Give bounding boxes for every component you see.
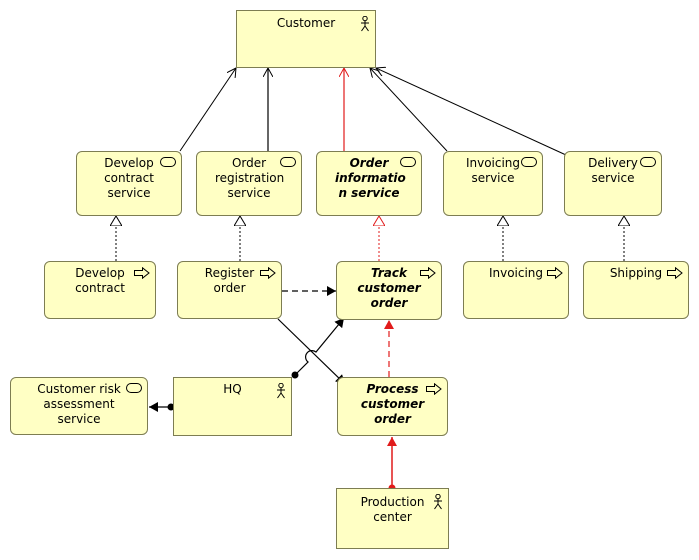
process-arrow-icon: [547, 267, 563, 279]
invoicing-service[interactable]: Invoicing service: [443, 151, 543, 216]
shipping-label: Shipping: [609, 266, 663, 280]
process-arrow-icon: [260, 267, 276, 279]
actor-icon: [434, 494, 442, 510]
order-registration-service[interactable]: Order registration service: [196, 151, 302, 216]
service-icon: [521, 157, 537, 167]
develop-contract-service-label: Develop contract service: [104, 156, 154, 200]
hq-actor[interactable]: HQ: [173, 377, 292, 436]
register-order-process[interactable]: Register order: [177, 261, 282, 319]
customer-risk-assessment-service[interactable]: Customer risk assessment service: [10, 377, 148, 435]
process-arrow-icon: [667, 267, 683, 279]
edge-invoicing-service-to-customer: [370, 68, 448, 152]
hq-label: HQ: [223, 382, 242, 396]
delivery-service-label: Delivery service: [588, 156, 638, 185]
customer-label: Customer: [276, 16, 336, 30]
process-arrow-icon: [420, 267, 436, 279]
develop-contract-label: Develop contract: [75, 266, 125, 295]
service-icon: [640, 157, 656, 167]
customer-risk-assessment-service-label: Customer risk assessment service: [37, 382, 121, 426]
production-center-actor[interactable]: Production center: [336, 488, 449, 549]
shipping-process[interactable]: Shipping: [583, 261, 689, 319]
order-registration-service-label: Order registration service: [215, 156, 285, 200]
production-center-label: Production center: [360, 495, 425, 524]
develop-contract-service[interactable]: Develop contract service: [76, 151, 182, 216]
track-customer-order-process[interactable]: Track customer order: [336, 261, 442, 320]
edge-hq-assigned-track: [291, 317, 345, 379]
actor-icon: [361, 16, 369, 32]
customer-actor[interactable]: Customer: [236, 10, 376, 68]
order-information-service-label: Order informatio n service: [335, 156, 406, 200]
order-information-service[interactable]: Order informatio n service: [316, 151, 422, 216]
service-icon: [126, 383, 142, 393]
develop-contract-process[interactable]: Develop contract: [44, 261, 156, 319]
service-icon: [280, 157, 296, 167]
invoicing-label: Invoicing: [488, 266, 544, 280]
process-arrow-icon: [426, 383, 442, 395]
delivery-service[interactable]: Delivery service: [564, 151, 662, 216]
edge-delivery-service-to-customer: [376, 68, 567, 156]
service-icon: [160, 157, 176, 167]
track-customer-order-label: Track customer order: [357, 266, 421, 310]
process-customer-order-label: Process customer order: [360, 382, 425, 426]
invoicing-service-label: Invoicing service: [465, 156, 521, 185]
process-arrow-icon: [134, 267, 150, 279]
service-icon: [400, 157, 416, 167]
actor-icon: [277, 383, 285, 399]
process-customer-order-process[interactable]: Process customer order: [337, 377, 448, 436]
edge-develop-contract-service-to-customer: [179, 68, 236, 152]
register-order-label: Register order: [204, 266, 255, 295]
invoicing-process[interactable]: Invoicing: [463, 261, 569, 319]
